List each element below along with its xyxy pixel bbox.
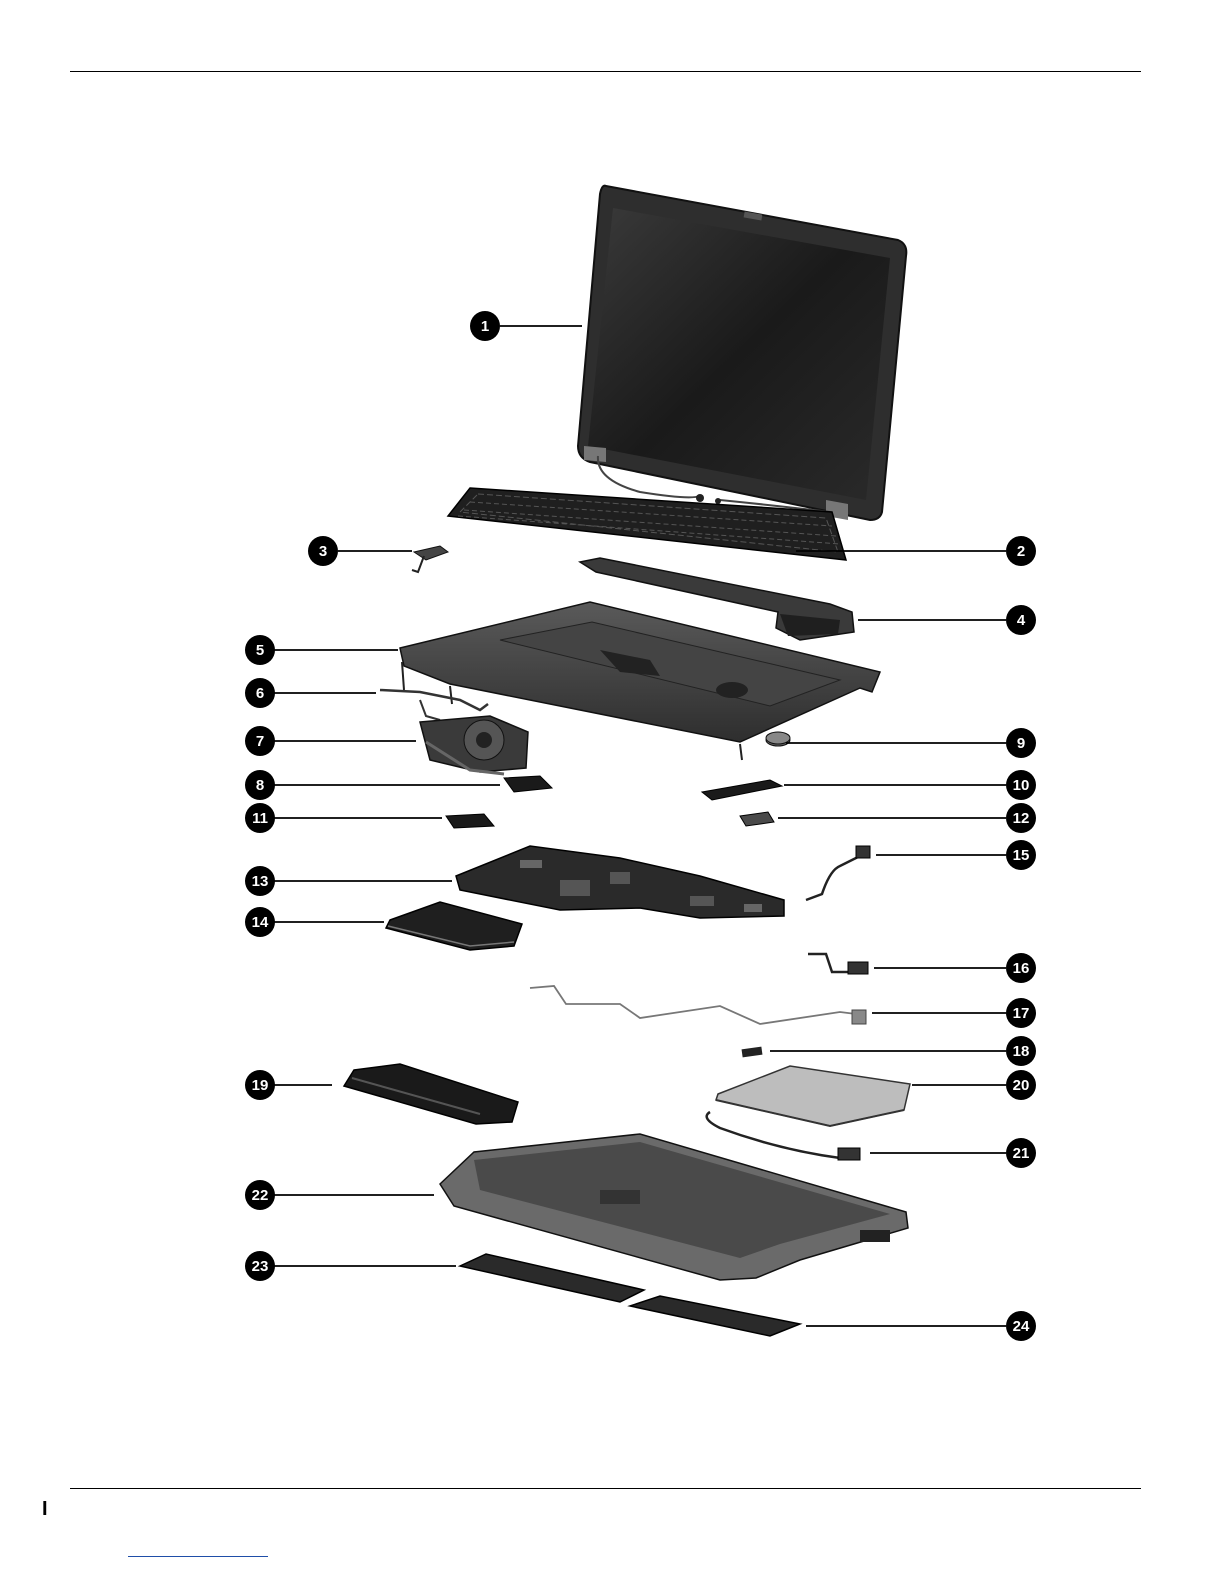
optical-drive: [716, 1066, 910, 1126]
callout-23-label: 23: [252, 1258, 269, 1275]
wlan-module: [446, 814, 494, 828]
callout-18-label: 18: [1013, 1043, 1030, 1060]
callout-8: 8: [245, 770, 275, 800]
callout-14: 14: [245, 907, 275, 937]
callout-16: 16: [1006, 953, 1036, 983]
modem-cable: [530, 986, 866, 1024]
callout-16-label: 16: [1013, 960, 1030, 977]
callout-24-label: 24: [1013, 1318, 1030, 1335]
power-button-board: [412, 546, 448, 572]
callout-1: 1: [470, 311, 500, 341]
callout-22-label: 22: [252, 1187, 269, 1204]
callout-7: 7: [245, 726, 275, 756]
callout-9: 9: [1006, 728, 1036, 758]
hard-drive: [386, 902, 522, 950]
callout-6-label: 6: [256, 685, 264, 702]
callout-14-label: 14: [252, 914, 269, 931]
callout-18: 18: [1006, 1036, 1036, 1066]
callout-1-label: 1: [481, 318, 489, 335]
callout-10: 10: [1006, 770, 1036, 800]
processor: [504, 776, 552, 792]
callout-13-label: 13: [252, 873, 269, 890]
callout-2: 2: [1006, 536, 1036, 566]
callout-5-label: 5: [256, 642, 264, 659]
callout-3-label: 3: [319, 543, 327, 560]
callout-7-label: 7: [256, 733, 264, 750]
callout-3: 3: [308, 536, 338, 566]
display-assembly: [578, 186, 906, 542]
callout-20: 20: [1006, 1070, 1036, 1100]
callout-24: 24: [1006, 1311, 1036, 1341]
callout-12-label: 12: [1013, 810, 1030, 827]
callout-21-label: 21: [1013, 1145, 1030, 1162]
memory-module-cover: [630, 1296, 800, 1336]
callout-17-label: 17: [1013, 1005, 1030, 1022]
callout-4: 4: [1006, 605, 1036, 635]
callout-9-label: 9: [1017, 735, 1025, 752]
callout-12: 12: [1006, 803, 1036, 833]
hard-drive-cover: [460, 1254, 644, 1302]
rtc-battery: [766, 732, 790, 746]
touchpad-board-cable: [380, 690, 488, 720]
callout-22: 22: [245, 1180, 275, 1210]
callout-21: 21: [1006, 1138, 1036, 1168]
usb-board-cable: [808, 954, 868, 974]
fan-heatsink: [420, 716, 528, 774]
callout-4-label: 4: [1017, 612, 1026, 629]
callout-23: 23: [245, 1251, 275, 1281]
callout-20-label: 20: [1013, 1077, 1030, 1094]
system-board: [456, 846, 784, 918]
callout-15: 15: [1006, 840, 1036, 870]
callout-8-label: 8: [256, 777, 264, 794]
memory-module: [702, 780, 782, 800]
callout-10-label: 10: [1013, 777, 1030, 794]
callout-11: 11: [245, 803, 275, 833]
callout-6: 6: [245, 678, 275, 708]
callout-5: 5: [245, 635, 275, 665]
callout-13: 13: [245, 866, 275, 896]
bluetooth-module: [740, 812, 774, 826]
battery: [344, 1064, 518, 1124]
callout-17: 17: [1006, 998, 1036, 1028]
callout-2-label: 2: [1017, 543, 1025, 560]
power-connector-cable: [806, 846, 870, 900]
callout-15-label: 15: [1013, 847, 1030, 864]
callout-19: 19: [245, 1070, 275, 1100]
callout-19-label: 19: [252, 1077, 269, 1094]
callout-11-label: 11: [252, 810, 268, 827]
optical-drive-connector: [742, 1047, 763, 1058]
